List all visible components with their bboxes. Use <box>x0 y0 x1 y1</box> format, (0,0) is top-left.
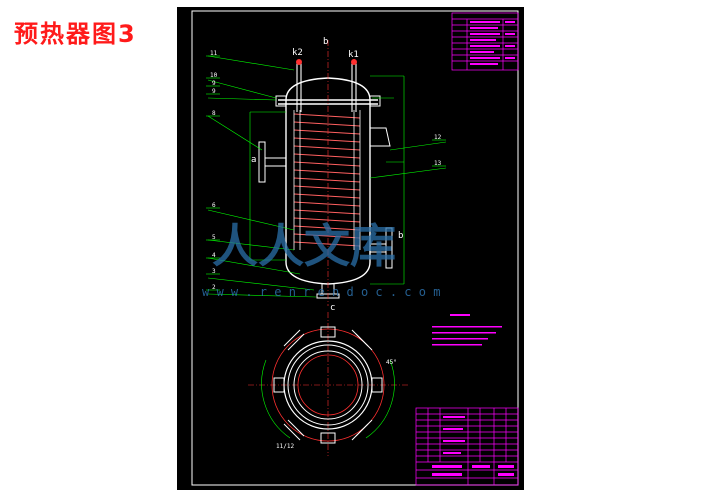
part-label-9: 9 <box>212 80 216 87</box>
coil-outer-lines <box>293 110 361 250</box>
part-label-6: 6 <box>212 202 216 209</box>
nozzle-label-c: c <box>330 303 335 313</box>
angle-label-45: 45° <box>386 359 397 366</box>
parameter-table-fills <box>470 21 515 65</box>
drawing-frame <box>191 10 519 486</box>
part-label-9b: 9 <box>212 88 216 95</box>
center-lines <box>248 40 408 456</box>
pipe-end-k1 <box>351 59 357 65</box>
part-label-5: 5 <box>212 234 216 241</box>
heating-coil <box>293 113 361 247</box>
part-label-11: 11 <box>210 50 218 57</box>
angle-label: 11/12 <box>276 443 294 450</box>
watermark-logo: 人人文库 <box>212 219 396 273</box>
pipe-end-k2 <box>296 59 302 65</box>
plan-view <box>261 328 395 442</box>
part-underlines <box>206 55 446 291</box>
title-block-fills <box>432 416 514 476</box>
title-block <box>415 407 519 486</box>
part-label-3: 3 <box>212 268 216 275</box>
nozzle-label-a: a <box>251 155 256 165</box>
plan-lugs <box>273 326 383 444</box>
technical-notes <box>432 314 502 346</box>
drawing-sheet <box>177 7 524 490</box>
nozzle-label-k1: k1 <box>348 50 359 60</box>
part-label-8: 8 <box>212 110 216 117</box>
part-label-4: 4 <box>212 252 216 259</box>
nozzle-label-b-top: b <box>323 37 328 47</box>
watermark-url: w w w . r e n r e n d o c . c o m <box>202 285 440 299</box>
page-title: 预热器图3 <box>14 20 137 48</box>
part-label-2: 2 <box>212 284 216 291</box>
part-label-10: 10 <box>210 72 218 79</box>
inlet-pipes <box>296 62 357 112</box>
part-label-12: 12 <box>434 134 442 141</box>
nozzle-label-k2: k2 <box>292 48 303 58</box>
parameter-table <box>451 12 519 71</box>
part-label-13: 13 <box>434 160 442 167</box>
nozzle-label-b-side: b <box>398 231 403 241</box>
side-nozzles <box>258 127 393 299</box>
leader-lines <box>207 55 447 298</box>
